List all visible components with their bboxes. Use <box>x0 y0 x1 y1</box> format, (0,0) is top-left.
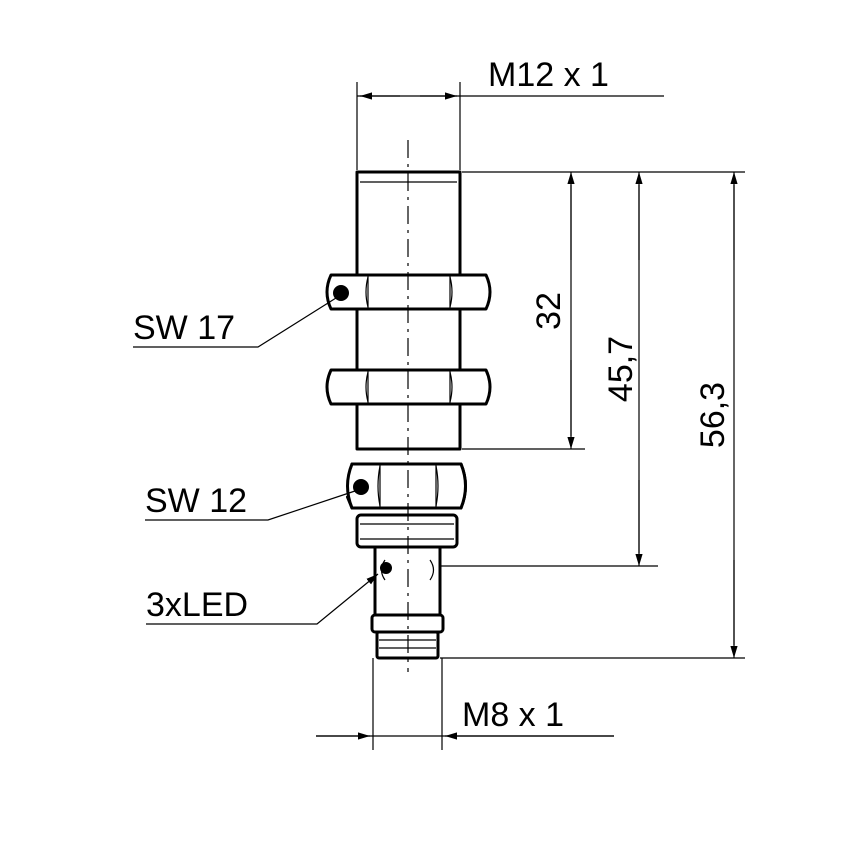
marker-dot-sw12 <box>353 479 369 495</box>
hex-sw12 <box>346 462 467 510</box>
label-m8: M8 x 1 <box>462 696 564 734</box>
hex-nut-upper <box>325 273 492 311</box>
dimension-56-3: 56,3 <box>694 172 738 658</box>
label-m12: M12 x 1 <box>488 56 609 94</box>
collar <box>355 513 459 549</box>
dimension-text-32: 32 <box>530 292 568 330</box>
marker-dot-sw17 <box>333 285 349 301</box>
dimension-text-56-3: 56,3 <box>694 382 732 448</box>
label-3xled: 3xLED <box>146 586 248 624</box>
leader-sw17: SW 17 <box>133 297 337 348</box>
leader-sw12: SW 12 <box>145 482 356 521</box>
dimension-text-45-7: 45,7 <box>602 336 640 402</box>
leader-led: 3xLED <box>146 573 379 625</box>
marker-dot-led <box>380 562 392 574</box>
label-sw12: SW 12 <box>145 482 247 520</box>
dimension-45-7: 45,7 <box>602 172 643 566</box>
sensor-outline <box>325 140 492 672</box>
dimension-m8: M8 x 1 <box>316 658 614 750</box>
dimension-m12: M12 x 1 <box>356 56 664 170</box>
dimension-32: 32 <box>530 172 575 449</box>
label-sw17: SW 17 <box>133 309 235 347</box>
